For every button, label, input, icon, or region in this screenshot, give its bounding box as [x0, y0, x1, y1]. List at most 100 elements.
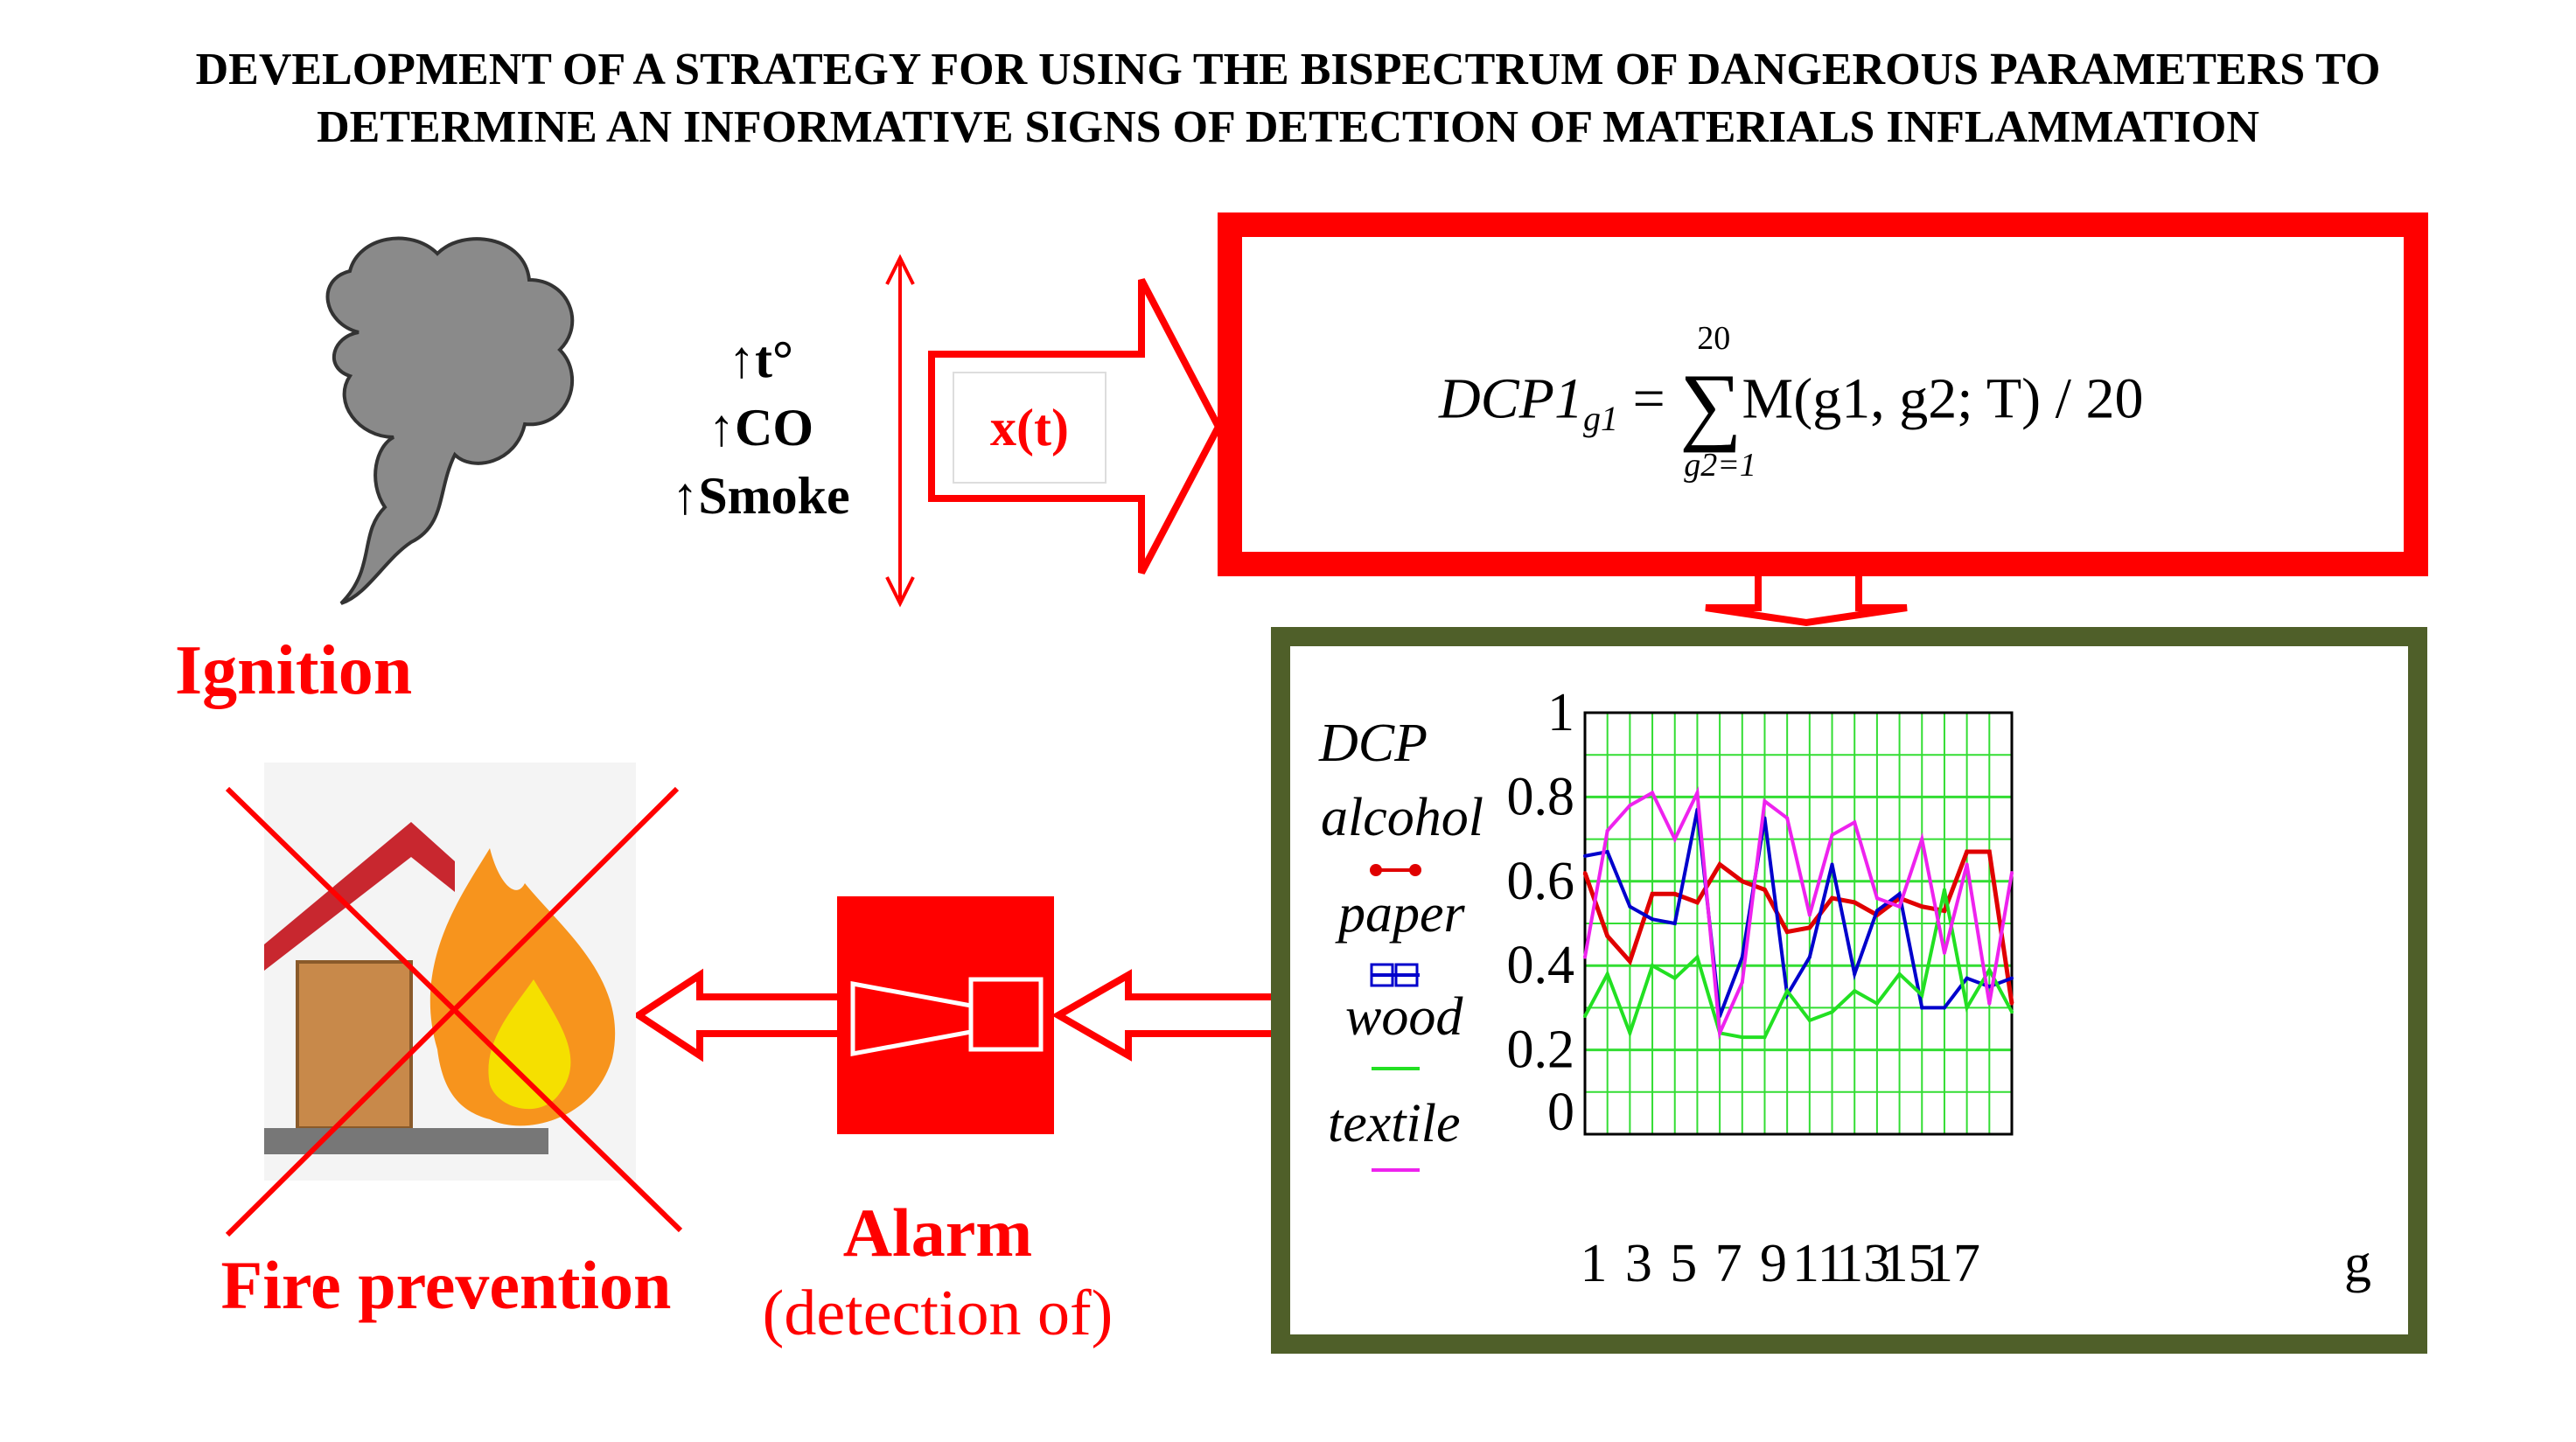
data-point-alcohol	[1785, 930, 1790, 934]
data-point-textile	[1920, 837, 1924, 841]
data-point-textile	[1605, 828, 1609, 832]
data-point-alcohol	[1583, 871, 1587, 875]
fire-prevention-label: Fire prevention	[220, 1247, 672, 1323]
arrow-icon	[928, 278, 1223, 575]
data-point-wood	[1785, 989, 1790, 993]
x-tick-label: 5	[1670, 1234, 1697, 1293]
data-point-alcohol	[1942, 909, 1946, 913]
data-point-textile	[1763, 799, 1767, 804]
data-point-alcohol	[1763, 888, 1767, 892]
data-point-alcohol	[1830, 896, 1834, 901]
alarm-label: Alarm	[842, 1195, 1033, 1271]
sum-symbol-icon: ∑ 20 g2=1	[1679, 320, 1756, 484]
y-tick-label: 0.4	[1507, 936, 1575, 995]
y-tick-label: 0	[1547, 1083, 1574, 1142]
formula-lhs: DCP1	[1439, 366, 1583, 431]
data-point-textile	[1583, 955, 1587, 959]
x-tick-label: 3	[1625, 1234, 1652, 1293]
data-point-textile	[1785, 816, 1790, 820]
data-point-alcohol	[1695, 900, 1700, 904]
data-point-textile	[1897, 904, 1902, 909]
data-point-alcohol	[1853, 900, 1857, 904]
data-point-paper	[2010, 976, 2014, 980]
data-point-wood	[1897, 972, 1902, 976]
legend-alcohol: alcohol	[1321, 788, 1483, 847]
ignition-label: Ignition	[175, 632, 413, 709]
data-point-alcohol	[1628, 959, 1632, 964]
formula-sum-bottom: g2=1	[1684, 447, 1756, 484]
data-point-textile	[1628, 804, 1632, 808]
data-point-paper	[1807, 955, 1812, 959]
plot-border	[1583, 711, 2014, 1136]
data-point-wood	[1651, 964, 1655, 968]
y-axis-label: DCP	[1319, 714, 1428, 773]
data-point-textile	[1695, 791, 1700, 795]
param-temperature: ↑t°	[729, 331, 793, 388]
data-point-wood	[1965, 1006, 1969, 1010]
data-point-alcohol	[1672, 892, 1677, 896]
data-point-textile	[1718, 1031, 1722, 1035]
x-tick-label: 9	[1760, 1234, 1787, 1293]
data-point-wood	[1987, 968, 1992, 972]
data-point-textile	[1942, 951, 1946, 955]
data-point-textile	[1874, 896, 1879, 901]
data-point-textile	[1987, 1001, 1992, 1006]
data-point-paper	[1583, 853, 1587, 858]
formula-eq: =	[1632, 366, 1665, 431]
data-point-alcohol	[1605, 934, 1609, 938]
data-point-wood	[1830, 1010, 1834, 1014]
data-point-paper	[1740, 955, 1744, 959]
y-tick-label: 0.2	[1507, 1021, 1575, 1080]
data-point-textile	[2010, 871, 2014, 875]
data-point-wood	[1605, 972, 1609, 976]
left-arrow-icon	[632, 968, 837, 1062]
x-axis-label: g	[2344, 1234, 2371, 1293]
formula-sum-top: 20	[1697, 320, 1731, 357]
x-tick-label: 7	[1715, 1234, 1742, 1293]
formula-body: M(g1, g2; T) / 20	[1742, 366, 2144, 431]
data-point-textile	[1853, 820, 1857, 825]
x-tick-label: 17	[1926, 1234, 1980, 1293]
legend-square	[1370, 963, 1394, 987]
data-point-wood	[1628, 1031, 1632, 1035]
data-point-wood	[1672, 976, 1677, 980]
data-point-wood	[1874, 1001, 1879, 1006]
title-line-2: DETERMINE AN INFORMATIVE SIGNS OF DETECT…	[317, 102, 2259, 152]
legend-square	[1394, 963, 1419, 987]
data-point-paper	[1651, 917, 1655, 922]
chart-frame	[1271, 627, 2427, 1354]
legend-dot	[1370, 864, 1382, 876]
formula: DCP1g1 = ∑ 20 g2=1 M(g1, g2; T) / 20	[1439, 320, 2144, 484]
x-tick-label: 13	[1836, 1234, 1890, 1293]
data-point-textile	[1651, 791, 1655, 795]
parameters-list: ↑t° ↑CO ↑Smoke	[647, 325, 875, 530]
data-point-wood	[1740, 1035, 1744, 1040]
y-tick-label: 1	[1547, 683, 1574, 742]
legend-paper: paper	[1338, 884, 1465, 944]
data-point-wood	[1920, 993, 1924, 997]
data-point-alcohol	[1987, 850, 1992, 854]
data-point-alcohol	[1651, 892, 1655, 896]
data-point-paper	[1920, 1006, 1924, 1010]
data-point-textile	[1830, 832, 1834, 837]
data-point-alcohol	[1920, 904, 1924, 909]
y-tick-label: 0.6	[1507, 852, 1575, 911]
data-point-paper	[1942, 1006, 1946, 1010]
data-point-paper	[1853, 972, 1857, 976]
data-point-wood	[1695, 955, 1700, 959]
data-point-paper	[1830, 862, 1834, 867]
y-tick-label: 0.8	[1507, 767, 1575, 826]
data-point-textile	[1965, 862, 1969, 867]
signal-box: x(t)	[953, 372, 1106, 484]
legend-dot	[1409, 864, 1421, 876]
data-point-alcohol	[1807, 925, 1812, 930]
data-point-alcohol	[1740, 879, 1744, 883]
burning-house-icon	[264, 763, 636, 1181]
legend-textile: textile	[1328, 1094, 1461, 1153]
data-point-paper	[1897, 892, 1902, 896]
data-point-wood	[1942, 888, 1946, 892]
x-tick-label: 11	[1792, 1234, 1845, 1293]
data-point-paper	[1965, 976, 1969, 980]
